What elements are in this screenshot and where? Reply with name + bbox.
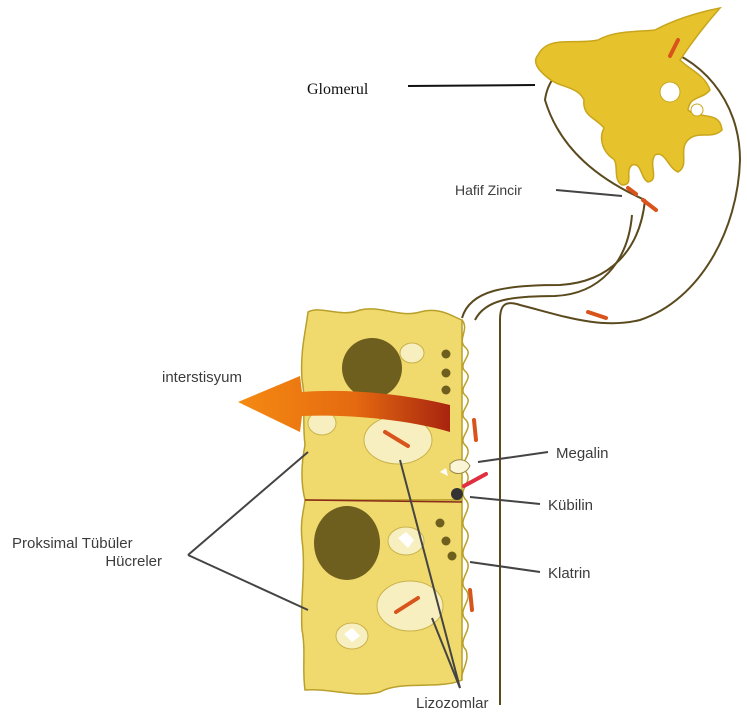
megalin-leader <box>478 452 548 462</box>
label-glomerul: Glomerul <box>307 81 369 98</box>
label-hafif-zincir: Hafif Zincir <box>455 182 522 198</box>
vesicle <box>400 343 424 363</box>
klatrin-leader <box>470 562 540 572</box>
label-lizozomlar: Lizozomlar <box>416 695 489 712</box>
label-interstisyum: interstisyum <box>162 369 242 386</box>
light-chain-mark <box>588 312 606 318</box>
megalin-receptor <box>450 460 470 474</box>
clathrin-pit <box>451 488 463 500</box>
light-chain-mark <box>474 420 476 440</box>
glomerul-leader <box>408 85 535 86</box>
glomerulus <box>536 8 722 185</box>
nucleus <box>342 338 402 398</box>
label-kubilin: Kübilin <box>548 497 593 514</box>
nucleus <box>314 506 380 580</box>
tubule-inner-wall <box>475 215 632 320</box>
proksimal-leader-bottom <box>188 555 308 610</box>
label-megalin: Megalin <box>556 445 609 462</box>
light-chain-mark <box>470 590 472 610</box>
hafif-zincir-leader <box>556 190 622 196</box>
label-proksimal-line2: Hücreler <box>105 553 162 570</box>
proximal-tubule-cells <box>301 309 486 694</box>
bowman-capsule-and-tubule <box>462 44 740 705</box>
label-proksimal-line1: Proksimal Tübüler <box>12 535 133 552</box>
kubilin-leader <box>470 497 540 504</box>
proksimal-leader-top <box>188 452 308 555</box>
label-klatrin: Klatrin <box>548 565 591 582</box>
